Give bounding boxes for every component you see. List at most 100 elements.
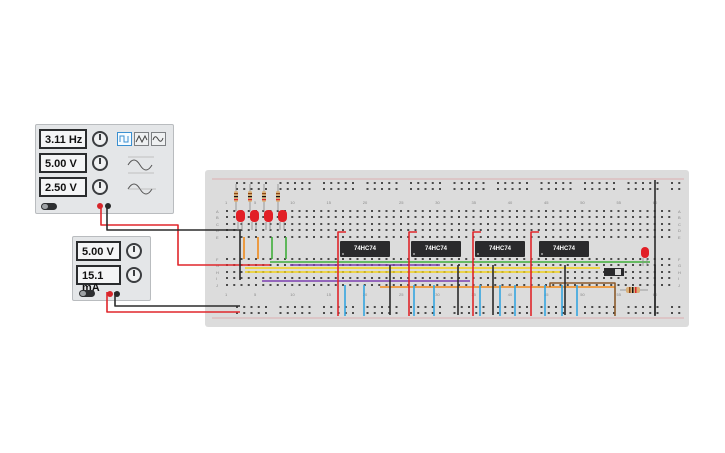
led-2 <box>250 210 259 222</box>
resistor-band <box>629 287 631 293</box>
power-supply: 5.00 V 15.1 mA <box>72 236 151 301</box>
row-label: A <box>216 209 219 214</box>
function-generator: 3.11 Hz 5.00 V 2.50 V <box>35 124 174 214</box>
row-label: A <box>678 209 681 214</box>
resistor-band <box>234 196 238 198</box>
brown-wire <box>549 282 616 316</box>
square-icon <box>119 135 129 143</box>
column-number: 15 <box>327 292 332 297</box>
current-knob[interactable] <box>126 267 142 283</box>
column-number: 50 <box>580 292 585 297</box>
row-label: B <box>678 215 681 220</box>
column-number: 40 <box>508 200 513 205</box>
resistor-band <box>276 199 280 201</box>
fg-negative-terminal[interactable] <box>105 203 111 209</box>
column-number: 25 <box>399 200 404 205</box>
ps-positive-lead <box>106 292 240 313</box>
column-number: 35 <box>472 200 477 205</box>
column-number: 40 <box>508 292 513 297</box>
sine-icon <box>152 136 164 142</box>
row-label: I <box>216 276 217 281</box>
frequency-display: 3.11 Hz <box>39 129 87 149</box>
row-label: C <box>678 222 681 227</box>
resistor-band <box>234 193 238 195</box>
column-number: 20 <box>363 292 368 297</box>
function-generator-power-switch[interactable] <box>41 203 57 210</box>
triangle-wave-button[interactable] <box>134 132 149 146</box>
voltage-knob[interactable] <box>126 243 142 259</box>
resistor-band <box>635 287 637 293</box>
column-number: 5 <box>254 292 257 297</box>
row-label: D <box>678 228 681 233</box>
column-number: 10 <box>290 292 295 297</box>
slide-switch-knob <box>615 269 621 275</box>
resistor-band <box>262 196 266 198</box>
led-3 <box>264 210 273 222</box>
row-label: B <box>216 215 219 220</box>
row-label: H <box>216 270 219 275</box>
row-label: G <box>678 263 681 268</box>
vcc-wire-2 <box>408 231 417 316</box>
column-number: 1 <box>225 292 228 297</box>
column-number: 1 <box>225 200 228 205</box>
power-supply-power-switch[interactable] <box>79 290 95 297</box>
offset-knob[interactable] <box>92 179 108 195</box>
row-label: E <box>678 235 681 240</box>
fg-negative-lead <box>106 207 241 280</box>
ic-chip-4[interactable]: 74HC74 <box>539 241 589 257</box>
column-number: 15 <box>327 200 332 205</box>
column-number: 20 <box>363 200 368 205</box>
row-label: I <box>678 276 679 281</box>
resistor-band <box>276 193 280 195</box>
offset-wave-icon <box>127 183 156 195</box>
resistor-band <box>234 199 238 201</box>
ps-positive-terminal[interactable] <box>107 291 113 297</box>
resistor-band <box>632 287 634 293</box>
column-number: 5 <box>254 200 257 205</box>
column-number: 30 <box>435 292 440 297</box>
resistor-band <box>262 193 266 195</box>
square-wave-button[interactable] <box>117 132 132 146</box>
ps-negative-lead <box>114 292 240 307</box>
vcc-wire-1 <box>337 231 346 316</box>
ic-chip-3[interactable]: 74HC74 <box>475 241 525 257</box>
row-label: C <box>216 222 219 227</box>
amplitude-wave-icon <box>127 156 154 174</box>
resistor-band <box>248 193 252 195</box>
column-number: 45 <box>544 200 549 205</box>
row-label: F <box>678 257 681 262</box>
resistor-band <box>276 196 280 198</box>
ic-chip-2[interactable]: 74HC74 <box>411 241 461 257</box>
column-number: 55 <box>617 292 622 297</box>
row-label: J <box>678 283 680 288</box>
triangle-icon <box>135 134 148 144</box>
resistor-band <box>262 199 266 201</box>
column-number: 30 <box>435 200 440 205</box>
amplitude-display: 5.00 V <box>39 153 87 173</box>
column-number: 10 <box>290 200 295 205</box>
amplitude-knob[interactable] <box>92 155 108 171</box>
column-number: 45 <box>544 292 549 297</box>
ps-negative-terminal[interactable] <box>114 291 120 297</box>
breadboard-holes <box>226 182 681 314</box>
vcc-wire-3 <box>472 231 481 316</box>
led-1 <box>236 210 245 222</box>
column-number: 25 <box>399 292 404 297</box>
column-number: 50 <box>580 200 585 205</box>
slide-switch <box>604 268 624 276</box>
ic-chip-1[interactable]: 74HC74 <box>340 241 390 257</box>
column-number: 35 <box>472 292 477 297</box>
sine-wave-button[interactable] <box>151 132 166 146</box>
row-label: J <box>216 283 218 288</box>
resistor-band <box>248 199 252 201</box>
frequency-knob[interactable] <box>92 131 108 147</box>
vcc-wire-4 <box>530 231 539 316</box>
column-number: 55 <box>617 200 622 205</box>
resistor-band <box>248 196 252 198</box>
led-4 <box>278 210 287 222</box>
row-label: E <box>216 235 219 240</box>
offset-display: 2.50 V <box>39 177 87 197</box>
fg-positive-terminal[interactable] <box>97 203 103 209</box>
voltage-display: 5.00 V <box>76 241 121 261</box>
